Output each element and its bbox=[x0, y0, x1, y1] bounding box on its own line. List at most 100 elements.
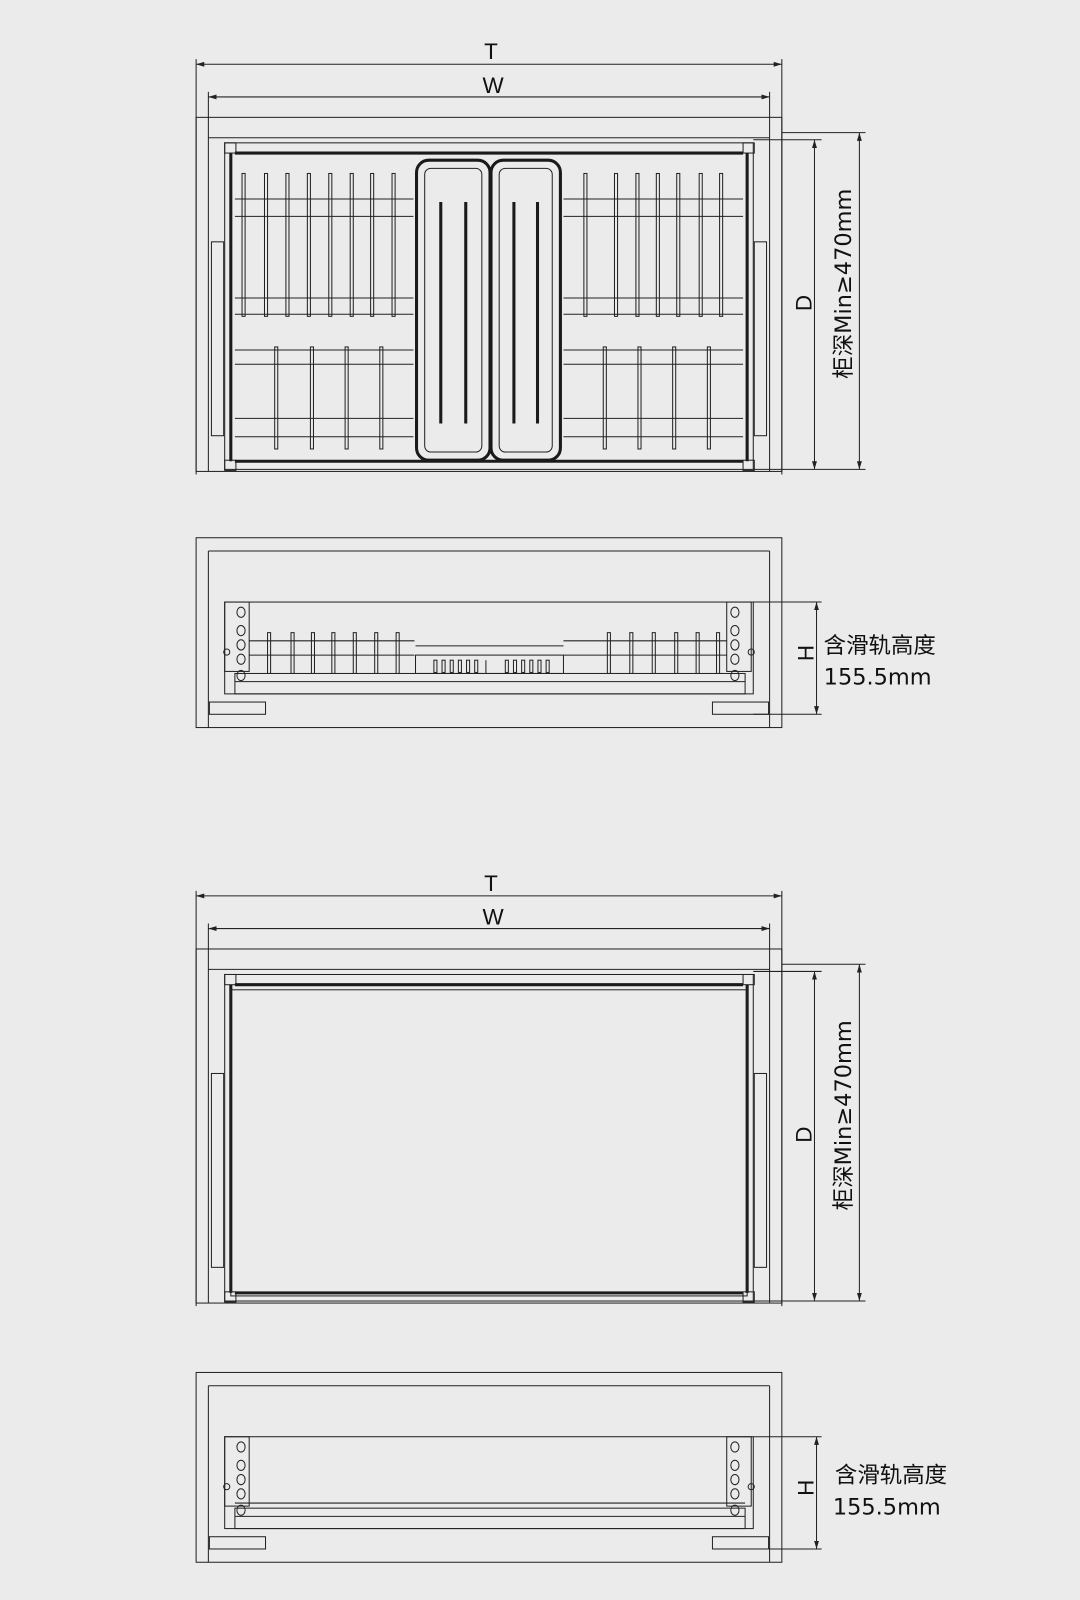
cabinet-outline bbox=[195, 116, 783, 472]
height-note-title: 含滑轨高度 bbox=[824, 633, 936, 659]
cutlery-vent-slot bbox=[504, 659, 509, 673]
front-panel bbox=[234, 1507, 746, 1530]
basket-bottom-panel bbox=[230, 989, 748, 1297]
bowl-divider bbox=[309, 346, 314, 450]
right-slide bbox=[711, 1536, 770, 1550]
plate-divider bbox=[674, 632, 679, 674]
plate-divider bbox=[395, 632, 400, 674]
d-dimension-label: D bbox=[791, 295, 816, 311]
height-note-title: 含滑轨高度 bbox=[835, 1463, 947, 1489]
right-slide bbox=[711, 701, 770, 715]
bracket-hole bbox=[730, 1459, 740, 1471]
corner-cap bbox=[742, 459, 755, 471]
plate-divider bbox=[695, 632, 700, 674]
left-end-bracket bbox=[224, 1436, 250, 1507]
plate-divider bbox=[719, 172, 724, 317]
bowl-divider bbox=[379, 346, 384, 450]
plate-divider bbox=[613, 172, 619, 317]
left-slide bbox=[208, 1536, 267, 1550]
bowl-divider bbox=[672, 346, 677, 450]
side-view-flat-basket bbox=[195, 1371, 822, 1563]
plate-divider bbox=[290, 632, 295, 674]
bowl-divider bbox=[274, 346, 279, 450]
cabinet-outline bbox=[195, 537, 783, 729]
cutlery-tray bbox=[489, 158, 562, 462]
w-dimension-label: W bbox=[482, 904, 504, 929]
w-dimension-label: W bbox=[482, 73, 504, 98]
plate-divider bbox=[676, 172, 681, 317]
corner-cap bbox=[224, 459, 237, 471]
bowl-divider bbox=[706, 346, 711, 450]
bracket-hole bbox=[236, 669, 246, 682]
plate-divider bbox=[285, 172, 290, 317]
h-dimension-label: H bbox=[793, 645, 818, 661]
cutlery-vent-slot bbox=[433, 659, 438, 673]
screw bbox=[223, 648, 231, 656]
corner-cap bbox=[742, 1291, 755, 1303]
corner-cap bbox=[224, 973, 237, 986]
right-end-bracket bbox=[726, 601, 752, 672]
plate-divider bbox=[391, 172, 396, 317]
cutlery-basket-side bbox=[415, 654, 564, 674]
bracket-hole bbox=[730, 669, 740, 682]
cutlery-tray-inner bbox=[498, 167, 553, 453]
plate-divider bbox=[310, 632, 316, 674]
bracket-hole bbox=[236, 1488, 246, 1500]
plate-divider bbox=[331, 632, 336, 674]
bracket-hole bbox=[730, 639, 740, 651]
bracket-hole bbox=[236, 639, 246, 651]
cutlery-tray-inner bbox=[424, 167, 483, 453]
bracket-hole bbox=[730, 606, 740, 618]
plate-divider bbox=[267, 632, 272, 674]
bowl-divider bbox=[637, 346, 642, 450]
plate-divider bbox=[263, 172, 269, 317]
cabinet-outline bbox=[195, 948, 783, 1304]
bracket-hole bbox=[236, 1504, 246, 1516]
bowl-divider bbox=[602, 346, 607, 450]
cutlery-vent-slot bbox=[449, 659, 454, 673]
height-note-value: 155.5mm bbox=[833, 1494, 941, 1520]
plate-divider bbox=[635, 172, 640, 317]
cutlery-vent-slot bbox=[521, 659, 526, 673]
plate-divider bbox=[583, 172, 588, 317]
plate-divider bbox=[241, 172, 246, 317]
basket-frame bbox=[224, 1436, 754, 1530]
left-end-bracket bbox=[224, 601, 250, 672]
cutlery-vent-slot bbox=[466, 659, 471, 673]
cutlery-tray bbox=[415, 158, 492, 462]
cabinet-depth-note: 柜深Min≥470mm bbox=[831, 1020, 857, 1210]
left-slide-rail bbox=[210, 1072, 225, 1268]
plate-divider bbox=[606, 632, 611, 674]
bracket-hole bbox=[730, 1441, 740, 1453]
left-slide-rail bbox=[210, 241, 225, 437]
cutlery-vent-slot bbox=[537, 659, 542, 673]
plate-divider bbox=[629, 632, 634, 674]
bracket-hole bbox=[236, 1441, 246, 1453]
bowl-divider bbox=[344, 346, 349, 450]
cutlery-vent-slot bbox=[512, 659, 518, 673]
left-slide bbox=[208, 701, 267, 715]
plate-divider bbox=[651, 632, 656, 674]
cutlery-vent-slot bbox=[545, 659, 550, 673]
right-slide-rail bbox=[753, 241, 768, 437]
d-dimension-label: D bbox=[791, 1127, 816, 1143]
front-panel bbox=[234, 672, 746, 695]
basket-frame bbox=[224, 973, 754, 1302]
bracket-hole bbox=[730, 625, 740, 637]
h-dimension-label: H bbox=[793, 1480, 818, 1496]
bracket-hole bbox=[730, 1504, 740, 1516]
cutlery-vent-slot bbox=[474, 659, 479, 673]
plate-divider bbox=[328, 172, 333, 317]
bracket-hole bbox=[236, 1473, 246, 1486]
cutlery-vent-slot bbox=[457, 659, 462, 673]
plate-divider bbox=[374, 632, 379, 674]
plate-divider bbox=[370, 172, 375, 317]
corner-cap bbox=[742, 973, 755, 986]
corner-cap bbox=[224, 142, 237, 154]
basket-frame bbox=[224, 601, 754, 695]
t-dimension-label: T bbox=[484, 39, 498, 64]
cutlery-vent-slot bbox=[529, 659, 534, 673]
cutlery-vent-slot bbox=[441, 659, 446, 673]
bracket-hole bbox=[236, 1459, 246, 1471]
